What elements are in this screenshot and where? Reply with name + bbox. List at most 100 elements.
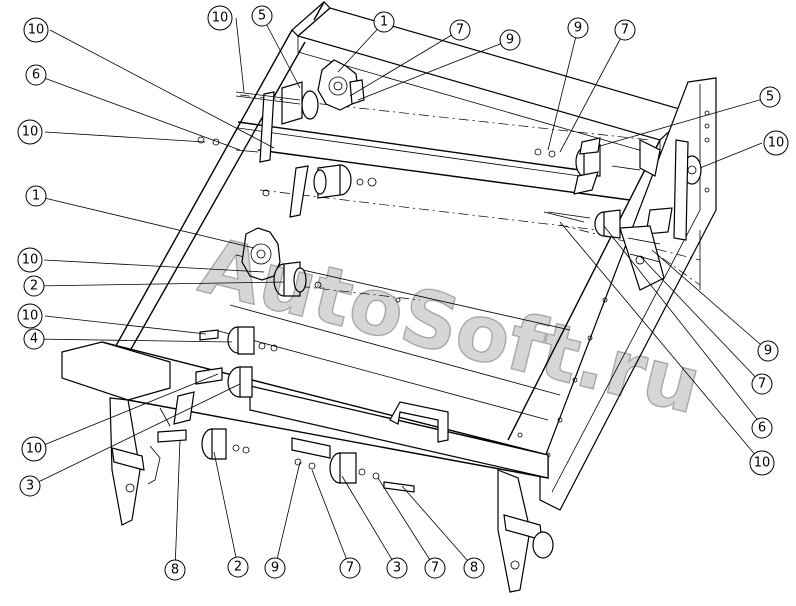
callout-circle [424,557,446,579]
callout-label: 10 [768,136,785,151]
callout-circle [264,557,286,579]
callout-label: 8 [470,561,478,576]
callout-circle [25,185,47,207]
callout-circle [449,19,471,41]
callout-5: 5 [759,86,781,108]
callout-3: 3 [19,475,41,497]
callout-9: 9 [757,340,779,362]
callout-circle [386,557,408,579]
callout-10: 10 [21,436,47,462]
callout-10: 10 [749,450,775,476]
callout-circle [463,557,485,579]
callout-label: 7 [758,377,766,392]
callout-label: 3 [26,479,34,494]
callout-label: 10 [754,456,771,471]
callout-label: 4 [30,332,38,347]
callout-10: 10 [17,119,43,145]
callout-10: 10 [763,130,789,156]
callout-circle [17,303,43,329]
callout-circle [567,17,589,39]
leader-lines [29,15,771,571]
callout-label: 3 [393,561,401,576]
callout-label: 2 [30,279,38,294]
right-side-plate [539,77,717,511]
frame [61,1,717,593]
callout-1: 1 [25,185,47,207]
callout-9: 9 [567,17,589,39]
sprocket-lower-left [241,227,401,303]
callout-circle [614,19,636,41]
callout-label: 10 [22,253,39,268]
callout-6: 6 [751,417,773,439]
callout-circle [373,11,395,33]
callout-7: 7 [339,557,361,579]
callout-label: 6 [758,421,766,436]
callout-9: 9 [264,557,286,579]
callout-10: 10 [207,5,233,31]
sprocket-upper-left [259,59,365,163]
callout-8: 8 [164,559,186,581]
callout-circle [23,17,49,43]
callout-circle [339,557,361,579]
callout-10: 10 [17,247,43,273]
callout-2: 2 [227,556,249,578]
callout-1: 1 [373,11,395,33]
callout-circle [17,119,43,145]
front-beam [61,341,171,401]
callout-label: 9 [271,561,279,576]
callout-label: 9 [574,21,582,36]
callout-label: 5 [766,90,774,105]
callout-7: 7 [614,19,636,41]
callout-label: 1 [380,15,388,30]
callout-4: 4 [23,328,45,350]
callout-circle [21,436,47,462]
callout-circle [757,340,779,362]
callout-circle [499,29,521,51]
callout-label: 6 [32,68,40,83]
callout-circle [25,64,47,86]
callout-label: 9 [764,344,772,359]
callout-label: 10 [212,11,229,26]
callout-7: 7 [751,373,773,395]
callout-label: 8 [171,563,179,578]
callout-label: 5 [258,9,266,24]
callout-circle [751,417,773,439]
callout-2: 2 [23,275,45,297]
callout-3: 3 [386,557,408,579]
callout-label: 1 [32,189,40,204]
callout-7: 7 [449,19,471,41]
callout-10: 10 [17,303,43,329]
bolts [197,91,641,219]
callout-label: 7 [456,23,464,38]
callout-label: 7 [621,23,629,38]
callout-circle [207,5,233,31]
callout-circle [251,5,273,27]
callout-label: 10 [28,23,45,38]
callout-label: 7 [346,561,354,576]
callout-label: 9 [506,33,514,48]
lower-rollers [157,326,415,493]
callout-8: 8 [463,557,485,579]
callout-10: 10 [23,17,49,43]
callout-label: 10 [26,442,43,457]
callout-9: 9 [499,29,521,51]
callouts: 10 10 5 1 7 9 9 7 6 5 10 10 1 10 2 10 4 9 7 6 10 10 3 8 2 9 7 3 7 8 [17,5,789,581]
callout-circle [759,86,781,108]
callout-circle [23,275,45,297]
callout-6: 6 [25,64,47,86]
callout-label: 7 [431,561,439,576]
callout-circle [227,556,249,578]
callout-circle [164,559,186,581]
callout-circle [17,247,43,273]
callout-circle [23,328,45,350]
callout-label: 2 [234,560,242,575]
callout-5: 5 [251,5,273,27]
callout-circle [751,373,773,395]
callout-label: 10 [22,309,39,324]
callout-circle [763,130,789,156]
callout-circle [19,475,41,497]
callout-label: 10 [22,125,39,140]
callout-7: 7 [424,557,446,579]
roller-upper-right [573,137,702,241]
